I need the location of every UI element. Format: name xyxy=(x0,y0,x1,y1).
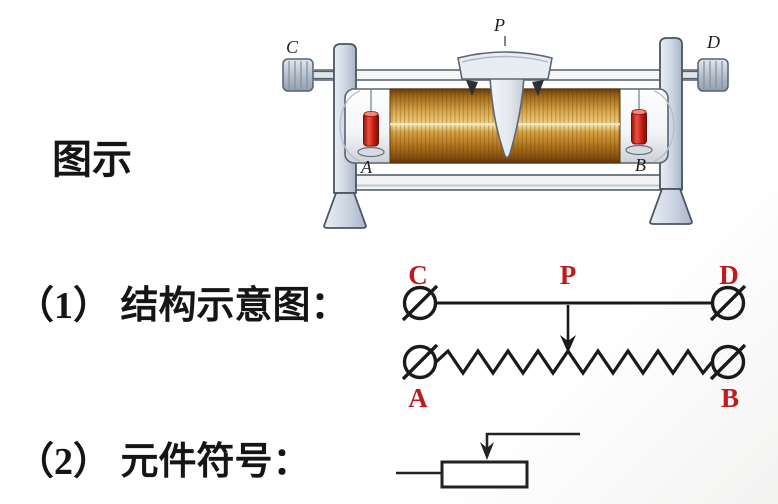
component-symbol xyxy=(396,432,580,489)
terminal-b-icon xyxy=(709,343,747,381)
photo-label-d: D xyxy=(706,32,720,52)
symbol-slider-arrow-icon xyxy=(480,432,580,460)
photo-caption: 图示 xyxy=(52,137,132,182)
rheostat-photo: C P D A B xyxy=(282,15,729,229)
binding-post-b xyxy=(625,89,653,156)
binding-post-a xyxy=(357,90,385,158)
schematic-label-a: A xyxy=(408,383,428,413)
photo-label-a: A xyxy=(360,157,373,177)
terminal-d-icon xyxy=(709,284,747,322)
schematic-label-b: B xyxy=(721,383,739,413)
knob-d xyxy=(697,58,729,92)
rheostat-symbol-box xyxy=(440,460,529,489)
photo-label-p: P xyxy=(493,15,505,35)
structure-schematic: C P D A B xyxy=(401,260,747,413)
knob-c xyxy=(282,58,314,92)
photo-label-c: C xyxy=(286,37,299,57)
schematic-label-d: D xyxy=(719,260,739,290)
schematic-label-p: P xyxy=(560,260,577,290)
resistor-zigzag xyxy=(434,348,714,376)
terminal-c-icon xyxy=(401,284,439,322)
bottom-rail xyxy=(339,174,683,191)
slider-clamp xyxy=(457,36,553,96)
section-1-caption: （1） 结构示意图： xyxy=(16,285,349,327)
slider-tongue xyxy=(489,77,525,159)
knob-d-rod xyxy=(679,70,701,80)
section-2-caption: （2） 元件符号： xyxy=(16,441,311,483)
knob-c-rod xyxy=(309,70,337,80)
photo-label-b: B xyxy=(635,155,646,175)
terminal-a-icon xyxy=(401,343,439,381)
slider-arrow-icon xyxy=(560,305,576,353)
schematic-label-c: C xyxy=(408,260,428,290)
